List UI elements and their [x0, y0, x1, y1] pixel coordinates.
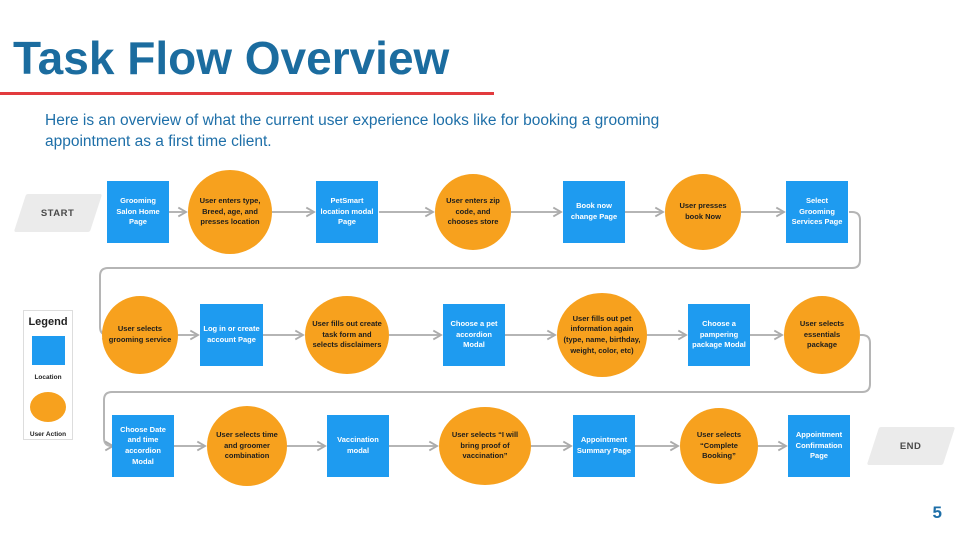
flow-node-label: User selects grooming service	[108, 324, 172, 344]
flow-node-action: User fills out create task form and sele…	[305, 296, 389, 374]
flow-node-label: User enters zip code, and chooses store	[446, 196, 500, 227]
flow-node-action: User fills out pet information again (ty…	[557, 293, 647, 377]
flow-node-label: User selects time and groomer combinatio…	[216, 430, 278, 461]
flow-node-label: User selects “Complete Booking”	[696, 430, 742, 461]
flow-node-label: Choose Date and time accordion Modal	[120, 424, 166, 466]
slide-subtitle: Here is an overview of what the current …	[45, 112, 660, 150]
flow-node-label: Choose a pampering package Modal	[692, 319, 746, 350]
page-number: 5	[932, 503, 942, 522]
flow-node-location: Select Grooming Services Page	[786, 181, 848, 243]
flow-node-label: User selects essentials package	[799, 319, 845, 350]
flow-node-label: PetSmart location modal Page	[320, 196, 374, 227]
flow-node-action: User enters zip code, and chooses store	[435, 174, 511, 250]
flow-node-location: Choose a pampering package Modal	[688, 304, 750, 366]
flow-node-location: Log in or create account Page	[200, 304, 263, 366]
flow-node-label: Appointment Summary Page	[576, 435, 632, 455]
flow-node-label: Select Grooming Services Page	[791, 196, 843, 227]
flow-node-label: User selects “I will bring proof of vacc…	[451, 430, 519, 461]
flow-node-label: User fills out create task form and sele…	[312, 319, 382, 350]
title-underline	[0, 92, 494, 95]
flow-node-location: Choose Date and time accordion Modal	[112, 415, 174, 477]
flow-node-action: User selects “I will bring proof of vacc…	[439, 407, 531, 485]
flow-node-label: User enters type, Breed, age, and presse…	[199, 196, 261, 227]
flow-node-label: Choose a pet accordion Modal	[450, 319, 498, 350]
legend-title: Legend	[28, 316, 68, 328]
legend-location-swatch	[31, 336, 65, 365]
legend-action-swatch	[30, 392, 66, 422]
flow-node-location: Appointment Summary Page	[573, 415, 635, 477]
flow-node-label: Log in or create account Page	[203, 324, 260, 344]
flow-node-action: User selects essentials package	[784, 296, 860, 374]
legend-action-label: User Action	[29, 431, 67, 438]
flow-node-end: END	[866, 427, 956, 465]
flow-node-label: Vaccination modal	[337, 435, 379, 455]
flow-node-label: User fills out pet information again (ty…	[563, 313, 641, 355]
flow-node-label: User presses book Now	[679, 201, 727, 221]
flow-node-label: Appointment Confirmation Page	[795, 430, 843, 461]
flow-node-action: User enters type, Breed, age, and presse…	[188, 170, 272, 254]
flow-node-label: END	[900, 440, 922, 452]
legend-box: Legend Location User Action	[23, 310, 73, 440]
flow-node-action: User selects “Complete Booking”	[680, 408, 758, 484]
flow-node-action: User presses book Now	[665, 174, 741, 250]
legend-location-label: Location	[34, 374, 62, 381]
flow-node-label: Book now change Page	[570, 201, 618, 221]
flow-node-location: Appointment Confirmation Page	[788, 415, 850, 477]
flow-node-label: START	[41, 207, 75, 219]
flow-node-location: Choose a pet accordion Modal	[443, 304, 505, 366]
flow-arrows	[99, 206, 871, 452]
flow-node-action: User selects grooming service	[102, 296, 178, 374]
flow-node-location: Grooming Salon Home Page	[107, 181, 169, 243]
flow-node-location: Book now change Page	[563, 181, 625, 243]
page-title: Task Flow Overview	[13, 32, 450, 84]
flow-node-label: Grooming Salon Home Page	[116, 196, 160, 227]
flow-node-location: PetSmart location modal Page	[316, 181, 378, 243]
flow-node-start: START	[13, 194, 103, 232]
flow-node-action: User selects time and groomer combinatio…	[207, 406, 287, 486]
flow-node-location: Vaccination modal	[327, 415, 389, 477]
